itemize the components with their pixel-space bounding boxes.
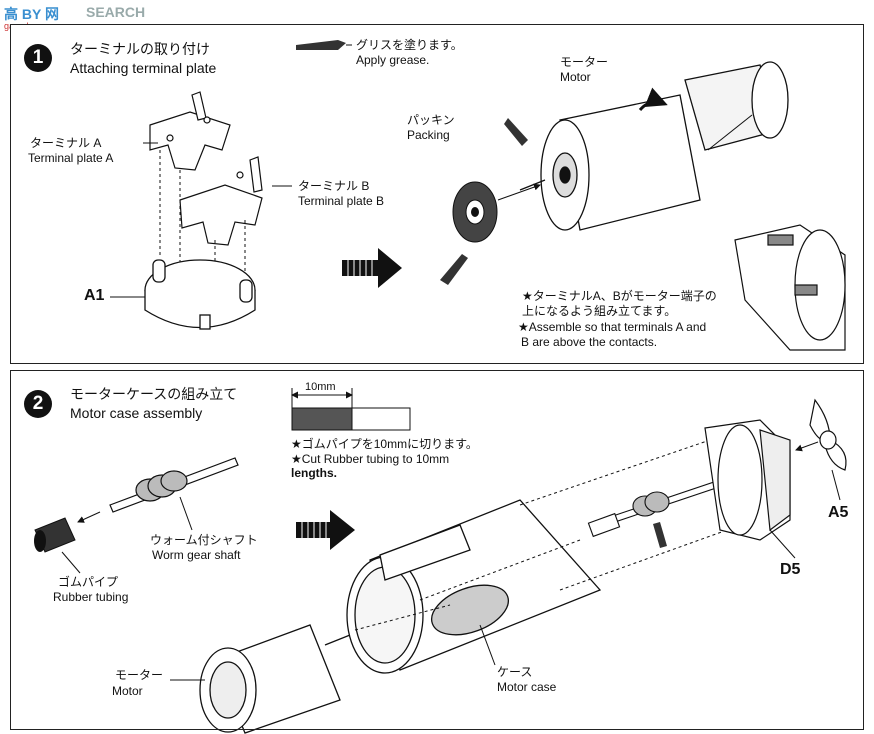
cut-note-jp: ★ゴムパイプを10mmに切ります。: [291, 437, 478, 451]
measure-label: 10mm: [305, 381, 336, 393]
worm-label-jp: ウォーム付シャフト: [150, 533, 258, 547]
motor1-label-jp: モーター: [560, 55, 609, 69]
grease-brush-icon: [296, 40, 352, 50]
cut-note-en-2: lengths.: [291, 466, 338, 480]
terminal-plate-a: [149, 91, 231, 171]
watermark-logo: 高 BY 网: [4, 6, 59, 22]
case-label-en: Motor case: [497, 680, 557, 694]
rubber-label-en: Rubber tubing: [53, 590, 129, 604]
step2-title-jp: モーターケースの組み立て: [70, 386, 238, 402]
rubber-label-jp: ゴムパイプ: [58, 575, 119, 589]
terminal-plate-b: [179, 156, 263, 246]
motor2-label-jp: モーター: [115, 668, 164, 682]
case-label-jp: ケース: [497, 665, 533, 679]
part-a5-propeller: [809, 398, 847, 471]
motor1-label-en: Motor: [560, 70, 591, 84]
step2-title-en: Motor case assembly: [70, 405, 203, 421]
packing-label-en: Packing: [407, 128, 450, 142]
cut-note-en-1: ★Cut Rubber tubing to 10mm: [291, 452, 450, 466]
part-d5-housing: [704, 419, 791, 541]
rubber-cut-measure: [291, 388, 411, 431]
step1-note-jp-2: 上になるよう組み立てます。: [522, 304, 677, 318]
part-d5-label: D5: [780, 561, 801, 578]
step1-arrow-icon: [342, 248, 402, 288]
motor2-label-en: Motor: [112, 684, 143, 698]
step1-number-badge: 1: [24, 44, 52, 72]
step1-title-en: Attaching terminal plate: [70, 60, 217, 76]
terminal-b-label-en: Terminal plate B: [298, 194, 385, 208]
grease-label-jp: グリスを塗ります。: [356, 38, 463, 52]
motor-step2: [199, 624, 351, 734]
rubber-tubing: [34, 517, 76, 553]
worm-label-en: Worm gear shaft: [152, 548, 241, 562]
worm-gear-shaft: [109, 457, 239, 513]
step1-note-en-1: ★Assemble so that terminals A and: [518, 320, 707, 334]
contact-detail: [734, 224, 846, 351]
grease-label-en: Apply grease.: [356, 53, 430, 67]
packing-washer: [452, 181, 498, 243]
watermark-brand: SEARCH: [86, 4, 146, 20]
terminal-b-label-jp: ターミナル B: [298, 179, 370, 193]
part-a1-label: A1: [84, 287, 105, 304]
terminal-a-label-jp: ターミナル A: [30, 136, 102, 150]
packing-label-jp: パッキン: [407, 113, 455, 127]
motor-step1: [519, 61, 789, 231]
part-a5-label: A5: [828, 504, 849, 521]
terminal-a-label-en: Terminal plate A: [28, 151, 114, 165]
step1-note-jp-1: ★ターミナルA、Bがモーター端子の: [522, 289, 717, 303]
step2-number-badge: 2: [24, 390, 52, 418]
part-a1-base: [144, 259, 256, 330]
motor-case: [346, 499, 602, 674]
step2-panel: [10, 370, 864, 730]
step1-title-jp: ターミナルの取り付け: [70, 41, 210, 57]
step1-note-en-2: B are above the contacts.: [521, 335, 658, 349]
step2-arrow-icon: [296, 510, 355, 550]
worm-gear-in-case: [587, 479, 723, 538]
